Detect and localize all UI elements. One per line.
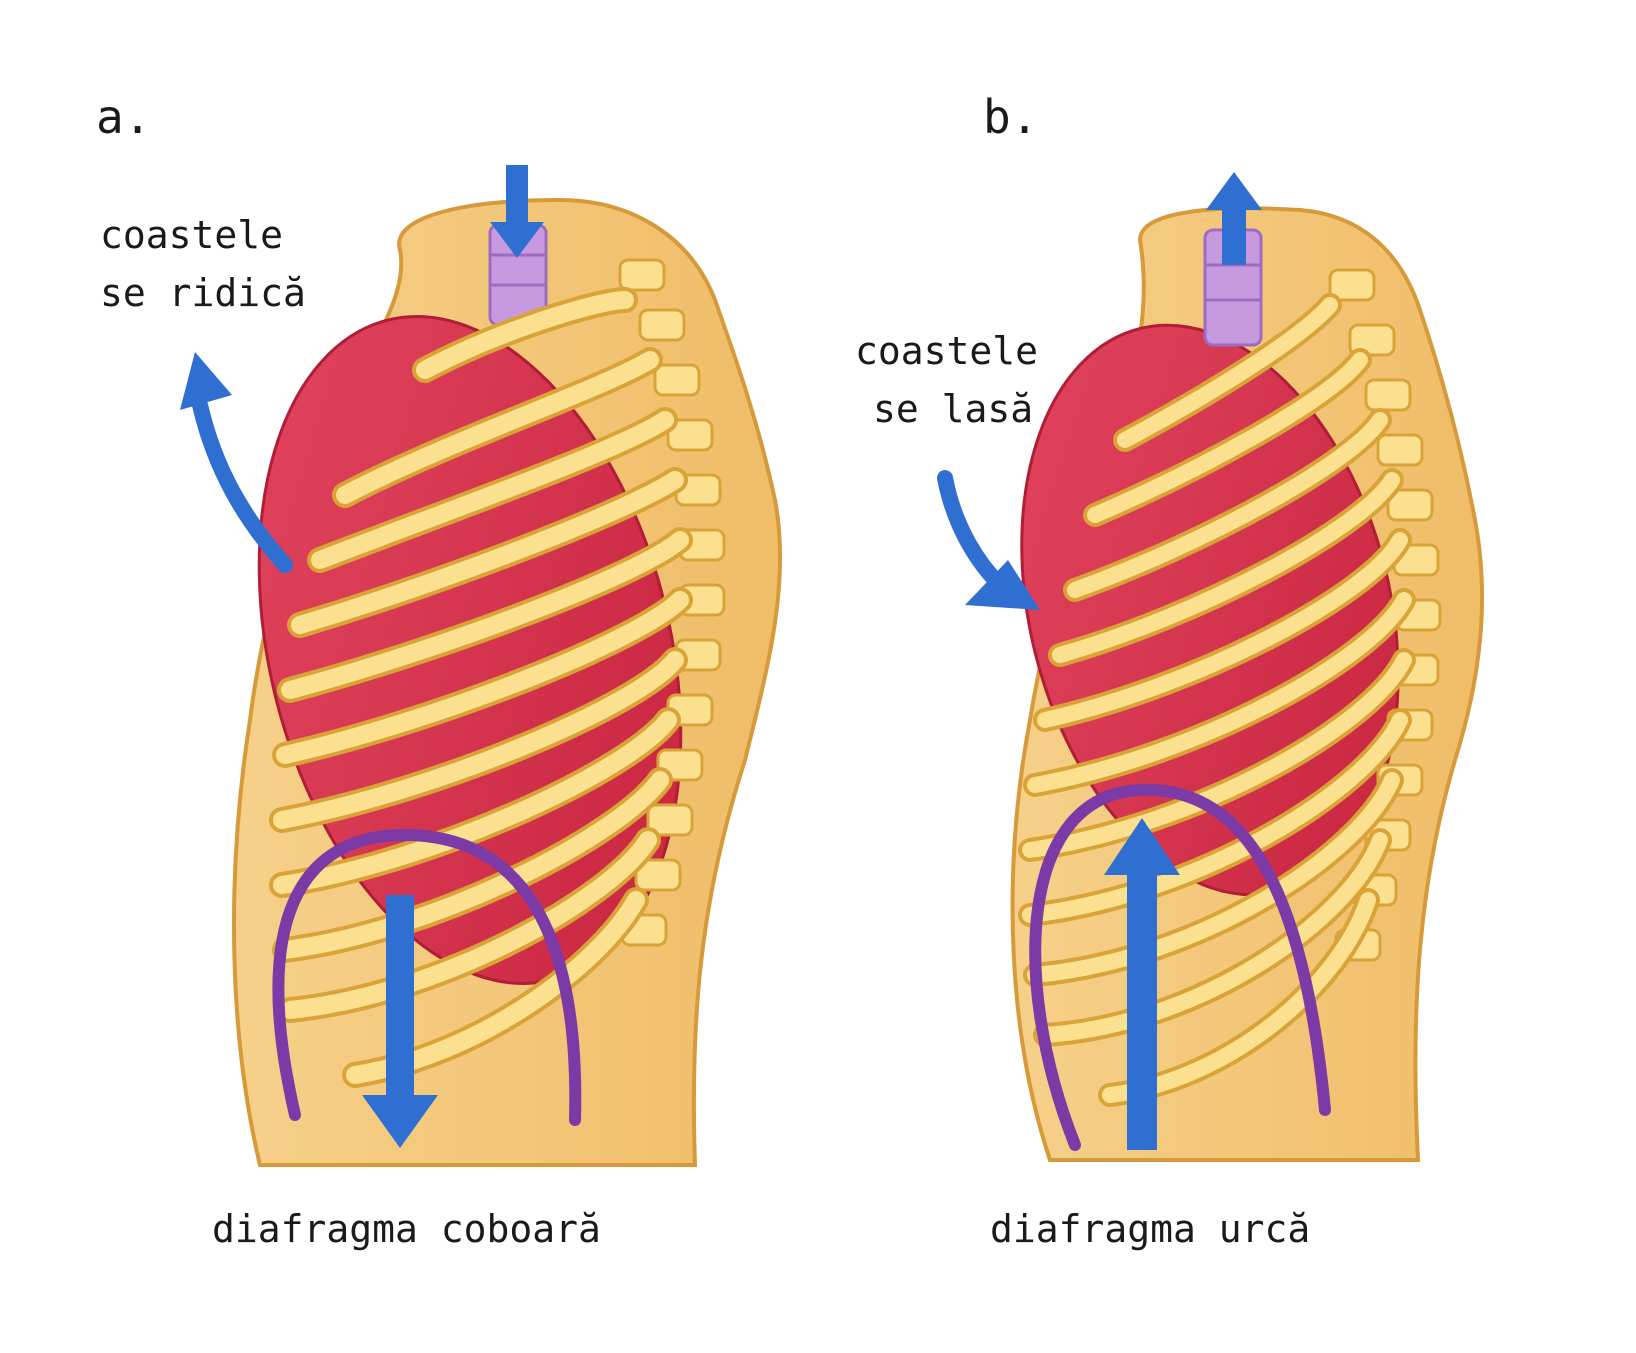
panel-b-arrow-trachea-up — [1206, 172, 1262, 265]
panel-b-ribs-label-line2: se lasă — [873, 387, 1034, 431]
panel-a-diaphragm-label: diafragma coboară — [212, 1207, 601, 1251]
panel-a-arrow-diaphragm-down — [362, 895, 438, 1148]
panel-a-diaphragm — [272, 828, 582, 1126]
panel-a-ribs-label-line1: coastele — [100, 213, 284, 257]
panel-a-letter: a. — [96, 90, 152, 144]
panel-b-letter: b. — [983, 90, 1039, 144]
panel-b-illustration — [937, 172, 1485, 1162]
panel-b-arrow-diaphragm-up — [1104, 818, 1180, 1150]
panel-a-arrow-trachea-down — [490, 165, 544, 258]
panel-a-arrow-ribs-up — [180, 352, 293, 573]
panel-b-ribs-label-line1: coastele — [855, 329, 1039, 373]
panel-b-arrow-ribs-down — [937, 470, 1040, 610]
panel-b-diaphragm — [1029, 783, 1331, 1151]
panel-a-ribs-label-line2: se ridică — [100, 271, 306, 315]
panel-b-diaphragm-label: diafragma urcă — [990, 1207, 1311, 1251]
panel-b-ribs — [1018, 293, 1416, 1107]
panel-a-illustration — [180, 165, 783, 1167]
